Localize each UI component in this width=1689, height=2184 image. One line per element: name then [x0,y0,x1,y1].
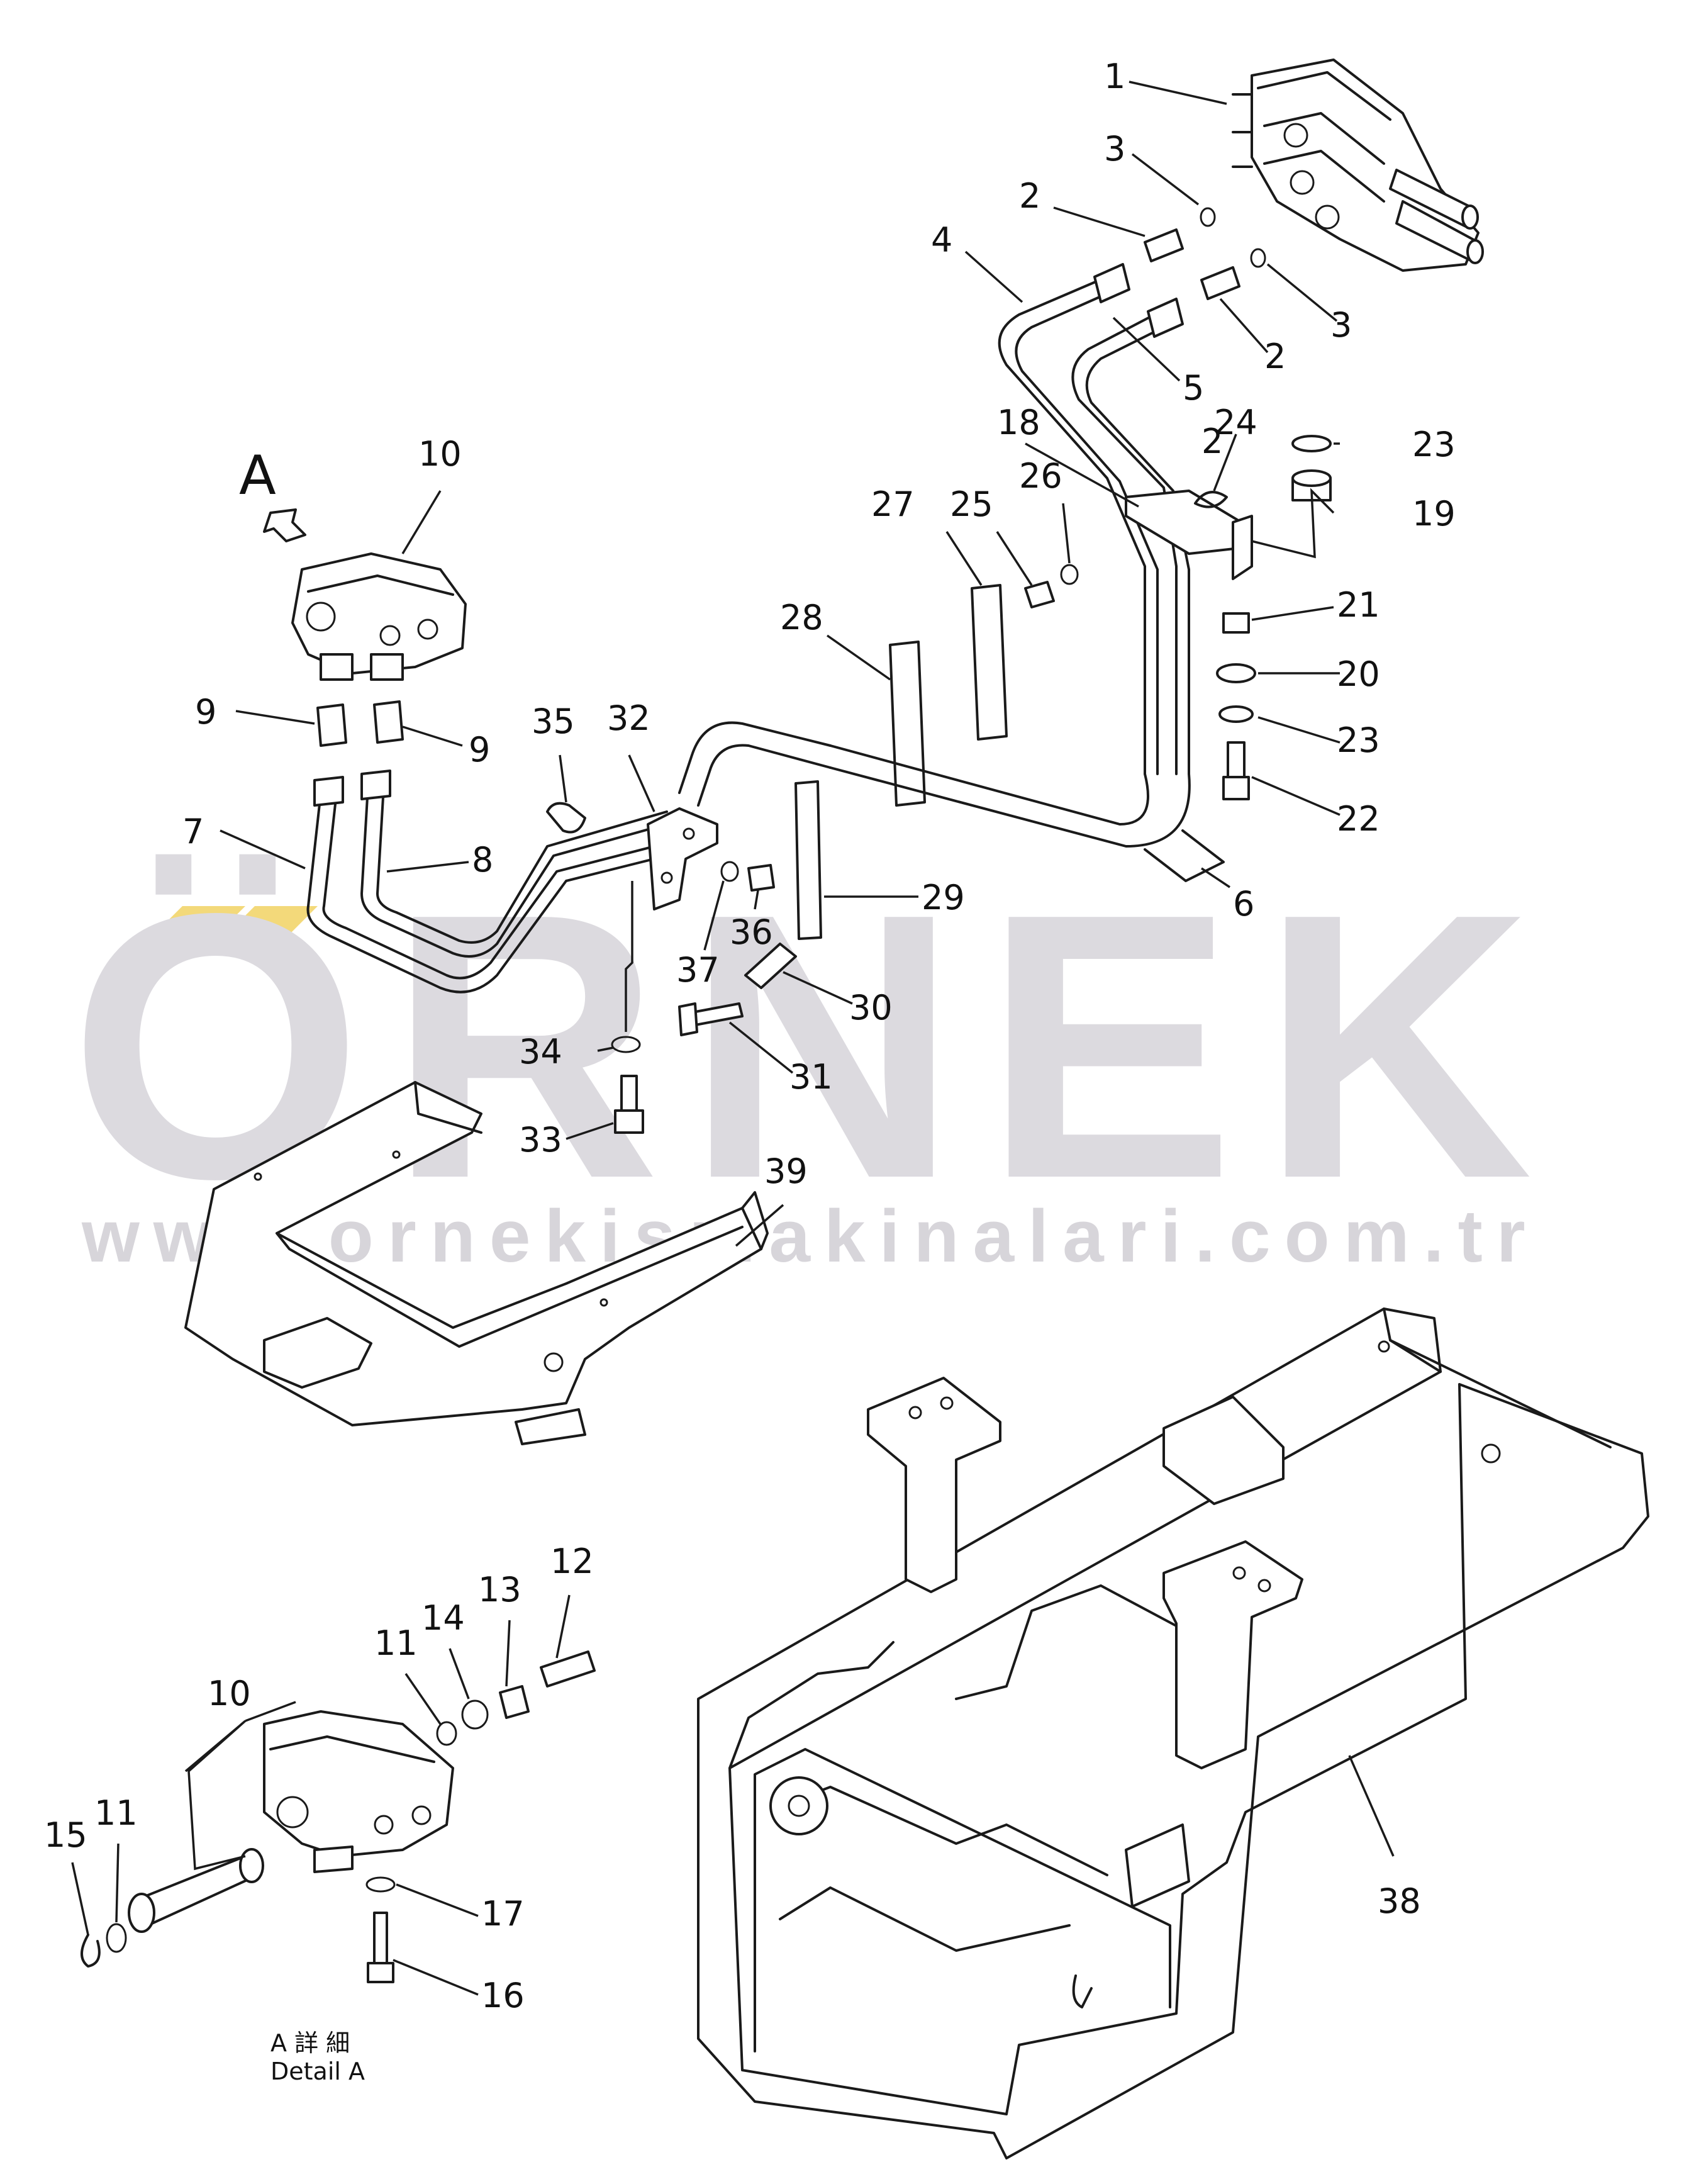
callout-13: 13 [478,1570,521,1610]
callout-25: 25 [950,484,993,524]
callout-31: 31 [789,1057,833,1097]
callout-23: 23 [1412,425,1456,464]
callout-38: 38 [1378,1881,1421,1921]
callout-24: 24 [1214,403,1257,442]
callout-10b: 10 [208,1674,251,1713]
callout-28: 28 [780,598,823,637]
callout-11: 11 [374,1623,418,1663]
callout-35: 35 [532,702,575,741]
callout-12: 12 [550,1542,594,1581]
callout-21: 21 [1337,585,1380,625]
main-frame-38 [697,1308,1649,2159]
bracket-32 [647,807,718,910]
detail-caption-line1: A 詳 細 [270,2029,350,2057]
callout-2c: 2 [1201,422,1223,461]
detail-a-assembly [81,1650,596,1983]
callout-33: 33 [519,1120,562,1160]
callout-18: 18 [997,403,1040,442]
callout-27: 27 [871,484,915,524]
tubes-7-8 [306,770,668,994]
fittings-9 [316,700,404,747]
callout-30: 30 [849,988,893,1028]
callout-4: 4 [931,220,952,260]
callout-9b: 9 [469,730,490,770]
callout-14: 14 [421,1598,465,1638]
callout-11b: 11 [94,1793,138,1833]
callout-22: 22 [1337,799,1380,839]
clamp-bracket-18 [1125,490,1253,580]
callout-9: 9 [195,692,216,732]
callout-26: 26 [1019,456,1062,496]
callout-23b: 23 [1337,720,1380,760]
callout-10: 10 [418,434,462,474]
callout-36: 36 [730,912,773,952]
nut-washer-25-26 [1024,564,1079,608]
callout-39: 39 [764,1151,808,1191]
tubes-4-5 [998,263,1190,775]
callout-2: 2 [1019,176,1040,216]
callout-32: 32 [607,698,650,738]
callout-3: 3 [1104,129,1125,169]
watermark-accent-right [220,906,318,941]
hardware-30-37 [546,802,797,1134]
callout-2b: 2 [1264,337,1286,376]
callout-20: 20 [1337,654,1380,694]
callout-7: 7 [182,812,204,851]
hoses-6 [678,721,1225,882]
mount-parts [1216,435,1332,800]
callout-16: 16 [481,1976,525,2015]
watermark-accent-left [148,906,245,941]
view-marker-a: A [239,444,276,507]
callout-6: 6 [1233,884,1254,924]
callout-34: 34 [519,1032,562,1072]
callout-17: 17 [481,1894,525,1934]
callout-19: 19 [1412,494,1456,534]
fittings-top [1144,207,1266,300]
callout-5: 5 [1183,368,1204,408]
leader-lines [71,81,1395,1996]
control-valve [1232,59,1484,272]
callout-3b: 3 [1330,305,1352,345]
callout-8: 8 [472,840,493,880]
steering-unit-10-top [263,508,467,681]
callout-labels: 1 2 3 2 3 4 5 2 18 24 23 19 26 25 27 21 … [44,57,1456,2015]
callout-37: 37 [676,950,720,990]
callout-29: 29 [922,878,965,917]
detail-caption-line2: Detail A [270,2058,365,2085]
callout-1: 1 [1104,57,1125,96]
callout-15: 15 [44,1815,87,1855]
floor-plate-39 [184,1081,769,1445]
